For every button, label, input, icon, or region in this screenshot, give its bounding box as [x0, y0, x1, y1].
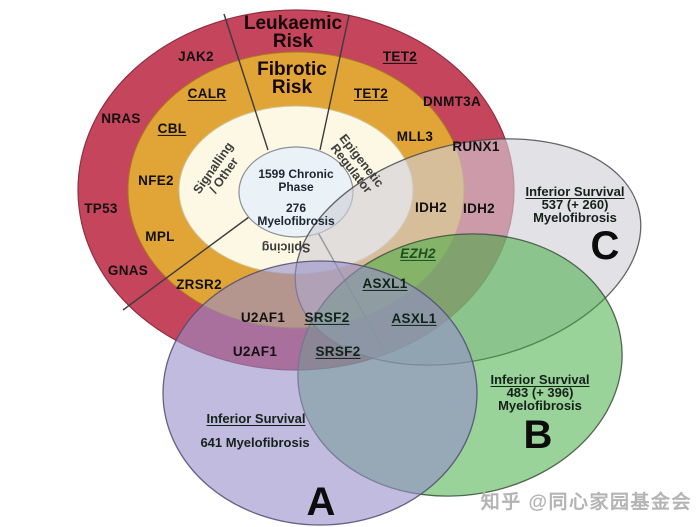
gene-ezh2-label: EZH2	[400, 245, 436, 261]
gene-nfe2-label: NFE2	[138, 172, 174, 188]
gene-srsf2-lower-label: SRSF2	[315, 343, 361, 359]
gene-u2af1-leukaemic-label: U2AF1	[232, 343, 278, 359]
gene-mpl-label: MPL	[145, 228, 175, 244]
gene-jak2-label: JAK2	[178, 48, 214, 64]
sector-divider-top-right	[319, 14, 350, 151]
gene-tet2-fibrotic-label: TET2	[353, 85, 389, 101]
sector-divider-top-left	[223, 13, 269, 151]
cohort-a-survival-label: Inferior Survival	[206, 411, 306, 426]
zhihu-watermark: 知乎 @同心家园基金会	[480, 492, 692, 513]
cohort-c-count-label: 537 (+ 260)	[541, 197, 609, 212]
gene-idh2-leukaemic-label: IDH2	[463, 200, 495, 216]
cohort-c-survival-label: Inferior Survival	[525, 184, 625, 199]
cohort-a-ellipse	[162, 260, 478, 526]
sector-divider-bottom-left	[122, 216, 250, 311]
gene-runx1-label: RUNX1	[452, 138, 500, 154]
cohort-b-survival-label: Inferior Survival	[490, 372, 590, 387]
gene-idh2-fibrotic-label: IDH2	[415, 199, 447, 215]
chronic-phase-count: 1599 Chronic Phase	[258, 167, 334, 194]
cohort-b-disease-label: Myelofibrosis	[498, 398, 582, 413]
gene-calr-label: CALR	[187, 85, 227, 101]
cohort-c-disease-label: Myelofibrosis	[533, 210, 617, 225]
gene-mll3-label: MLL3	[396, 128, 434, 144]
cohort-b-count-label: 483 (+ 396)	[506, 385, 574, 400]
sector-splicing-label: Splicing	[261, 240, 311, 255]
fibrotic-risk-title: Fibrotic Risk	[257, 59, 327, 98]
gene-tet2-leukaemic-label: TET2	[382, 48, 418, 64]
gene-nras-label: NRAS	[101, 110, 141, 126]
gene-dnmt3a-label: DNMT3A	[422, 93, 482, 109]
gene-zrsr2-label: ZRSR2	[176, 276, 222, 292]
cohort-b-letter: B	[523, 413, 553, 457]
cohort-a-count-label: 641 Myelofibrosis	[200, 435, 310, 450]
gene-tp53-label: TP53	[84, 200, 118, 216]
cohort-c-letter: C	[590, 224, 620, 268]
gene-cbl-label: CBL	[157, 120, 187, 136]
cohort-a-letter: A	[306, 480, 336, 524]
gene-asxl1-upper-label: ASXL1	[362, 275, 408, 291]
gene-gnas-label: GNAS	[107, 262, 149, 278]
gene-u2af1-fibrotic-label: U2AF1	[240, 309, 286, 325]
gene-srsf2-center-label: SRSF2	[304, 309, 350, 325]
myelofibrosis-count: 276 Myelofibrosis	[257, 201, 335, 228]
leukaemic-risk-title: Leukaemic Risk	[243, 13, 343, 52]
gene-asxl1-lower-label: ASXL1	[391, 310, 437, 326]
